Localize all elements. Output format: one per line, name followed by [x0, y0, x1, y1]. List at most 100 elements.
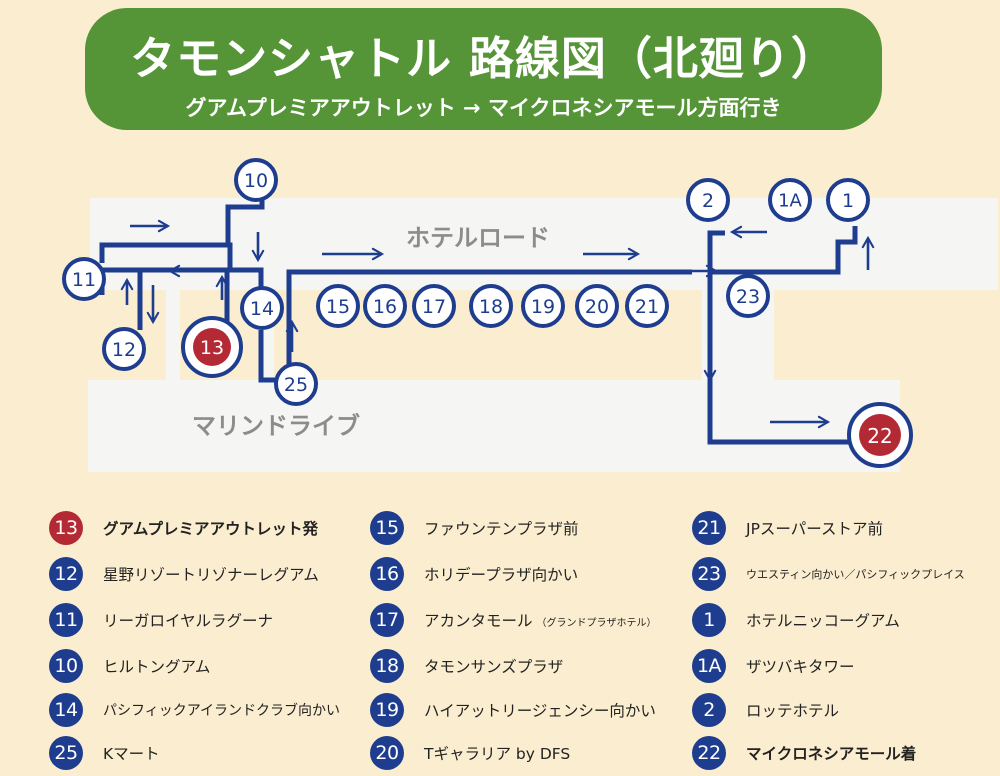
stop-19: 19: [521, 284, 565, 328]
hotel-road-label: ホテルロード: [406, 224, 550, 252]
legend-item: 22 マイクロネシアモール着: [692, 736, 916, 770]
legend-badge: 13: [49, 511, 83, 545]
stop-21-label: 21: [635, 296, 659, 318]
legend-item: 10 ヒルトングアム: [49, 649, 210, 683]
legend-badge: 1: [692, 603, 726, 637]
stop-12: 12: [102, 327, 146, 371]
stop-16: 16: [363, 284, 407, 328]
legend-badge: 17: [370, 603, 404, 637]
stop-17-label: 17: [422, 296, 446, 318]
legend-badge: 23: [692, 557, 726, 591]
stop-1A: 1A: [768, 178, 812, 222]
legend-item: 15 ファウンテンプラザ前: [370, 511, 579, 545]
route-segment-10-to-11: [99, 242, 228, 263]
legend-badge: 14: [49, 693, 83, 727]
marine-drive-label: マリンドライブ: [192, 412, 360, 440]
stop-22-terminal: 22: [847, 402, 913, 468]
legend-label: JPスーパーストア前: [746, 520, 883, 538]
stop-12-label: 12: [112, 339, 136, 361]
stop-10-label: 10: [244, 170, 268, 192]
stop-14: 14: [240, 286, 284, 330]
legend-badge: 25: [49, 736, 83, 770]
stop-19-label: 19: [531, 296, 555, 318]
stop-23-label: 23: [736, 286, 760, 308]
legend-label: Tギャラリア by DFS: [424, 745, 571, 763]
stop-markers: 10 11 12 13 14 25 15 16: [62, 158, 913, 468]
legend-label: ファウンテンプラザ前: [424, 520, 579, 538]
marine-drive: [88, 380, 900, 472]
direction-arrows: [120, 219, 875, 429]
legend-label: タモンサンズプラザ: [424, 658, 564, 676]
stop-1: 1: [826, 178, 870, 222]
stop-15: 15: [316, 284, 360, 328]
legend-label: 星野リゾートリゾナーレグアム: [103, 566, 319, 584]
legend-item: 17 アカンタモール（グランドプラザホテル）: [370, 603, 657, 637]
route-segment-14-to-25: [258, 330, 280, 383]
legend-badge: 19: [370, 693, 404, 727]
stop-11: 11: [62, 257, 106, 301]
legend-label: パシフィックアイランドクラブ向かい: [103, 703, 341, 719]
stop-1A-label: 1A: [778, 191, 802, 212]
legend-label: リーガロイヤルラグーナ: [103, 612, 274, 630]
stop-23: 23: [726, 274, 770, 318]
legend-label: グアムプレミアアウトレット発: [103, 520, 318, 538]
stop-20: 20: [575, 284, 619, 328]
stop-1-label: 1: [842, 190, 854, 212]
legend-item: 23 ウエスティン向かい／パシフィックプレイス: [692, 557, 965, 591]
stop-2-label: 2: [702, 190, 714, 212]
legend-label: ホリデープラザ向かい: [424, 566, 579, 584]
legend-label: ロッテホテル: [746, 702, 840, 720]
legend-badge: 22: [692, 736, 726, 770]
route-segment-east-loop: [707, 226, 858, 275]
legend-item: 25 Kマート: [49, 736, 160, 770]
legend-item: 21 JPスーパーストア前: [692, 511, 883, 545]
legend-label: ザツバキタワー: [746, 658, 855, 676]
route-segment-to-22: [707, 272, 850, 445]
legend-badge: 2: [692, 693, 726, 727]
legend-label-main: アカンタモール: [424, 612, 533, 630]
legend-item: 18 タモンサンズプラザ: [370, 649, 563, 683]
legend-item: 11 リーガロイヤルラグーナ: [49, 603, 273, 637]
legend-label: ウエスティン向かい／パシフィックプレイス: [746, 568, 965, 581]
stop-17: 17: [412, 284, 456, 328]
page-title: タモンシャトル 路線図（北廻り）: [130, 32, 837, 85]
legend-label: ヒルトングアム: [103, 658, 211, 676]
stop-18-label: 18: [479, 296, 503, 318]
stop-14-label: 14: [250, 298, 274, 320]
legend-label: Kマート: [103, 745, 160, 763]
legend-badge: 1A: [692, 649, 726, 683]
stop-21: 21: [625, 284, 669, 328]
legend-item: 19 ハイアットリージェンシー向かい: [370, 693, 656, 727]
legend-item: 1 ホテルニッコーグアム: [692, 603, 900, 637]
route-header: タモンシャトル 路線図（北廻り） グアムプレミアアウトレット → マイクロネシア…: [85, 8, 882, 130]
legend-badge: 15: [370, 511, 404, 545]
legend-label: マイクロネシアモール着: [746, 745, 917, 763]
legend-label: ハイアットリージェンシー向かい: [424, 702, 656, 720]
legend-badge: 20: [370, 736, 404, 770]
legend-badge: 12: [49, 557, 83, 591]
legend-item: 1A ザツバキタワー: [692, 649, 855, 683]
legend-label: ホテルニッコーグアム: [746, 612, 900, 630]
stop-22-label: 22: [867, 424, 892, 448]
legend-badge: 10: [49, 649, 83, 683]
stop-18: 18: [469, 284, 513, 328]
legend-badge: 16: [370, 557, 404, 591]
stop-25-label: 25: [284, 374, 308, 396]
stop-20-label: 20: [585, 296, 609, 318]
legend-item: 16 ホリデープラザ向かい: [370, 557, 578, 591]
legend-item: 20 Tギャラリア by DFS: [370, 736, 570, 770]
legend-badge: 21: [692, 511, 726, 545]
legend-item: 14 パシフィックアイランドクラブ向かい: [49, 693, 340, 727]
road-connector-west: [166, 240, 180, 385]
legend-item: 2 ロッテホテル: [692, 693, 839, 727]
stop-13-label: 13: [200, 337, 224, 359]
stop-25: 25: [274, 362, 318, 406]
stop-16-label: 16: [373, 296, 397, 318]
stop-11-label: 11: [72, 269, 96, 291]
legend-item: 12 星野リゾートリゾナーレグアム: [49, 557, 319, 591]
legend-badge: 18: [370, 649, 404, 683]
stop-10: 10: [234, 158, 278, 202]
stop-13-terminal: 13: [181, 316, 243, 378]
route-segment-25-to-hotel-road: [286, 269, 692, 365]
